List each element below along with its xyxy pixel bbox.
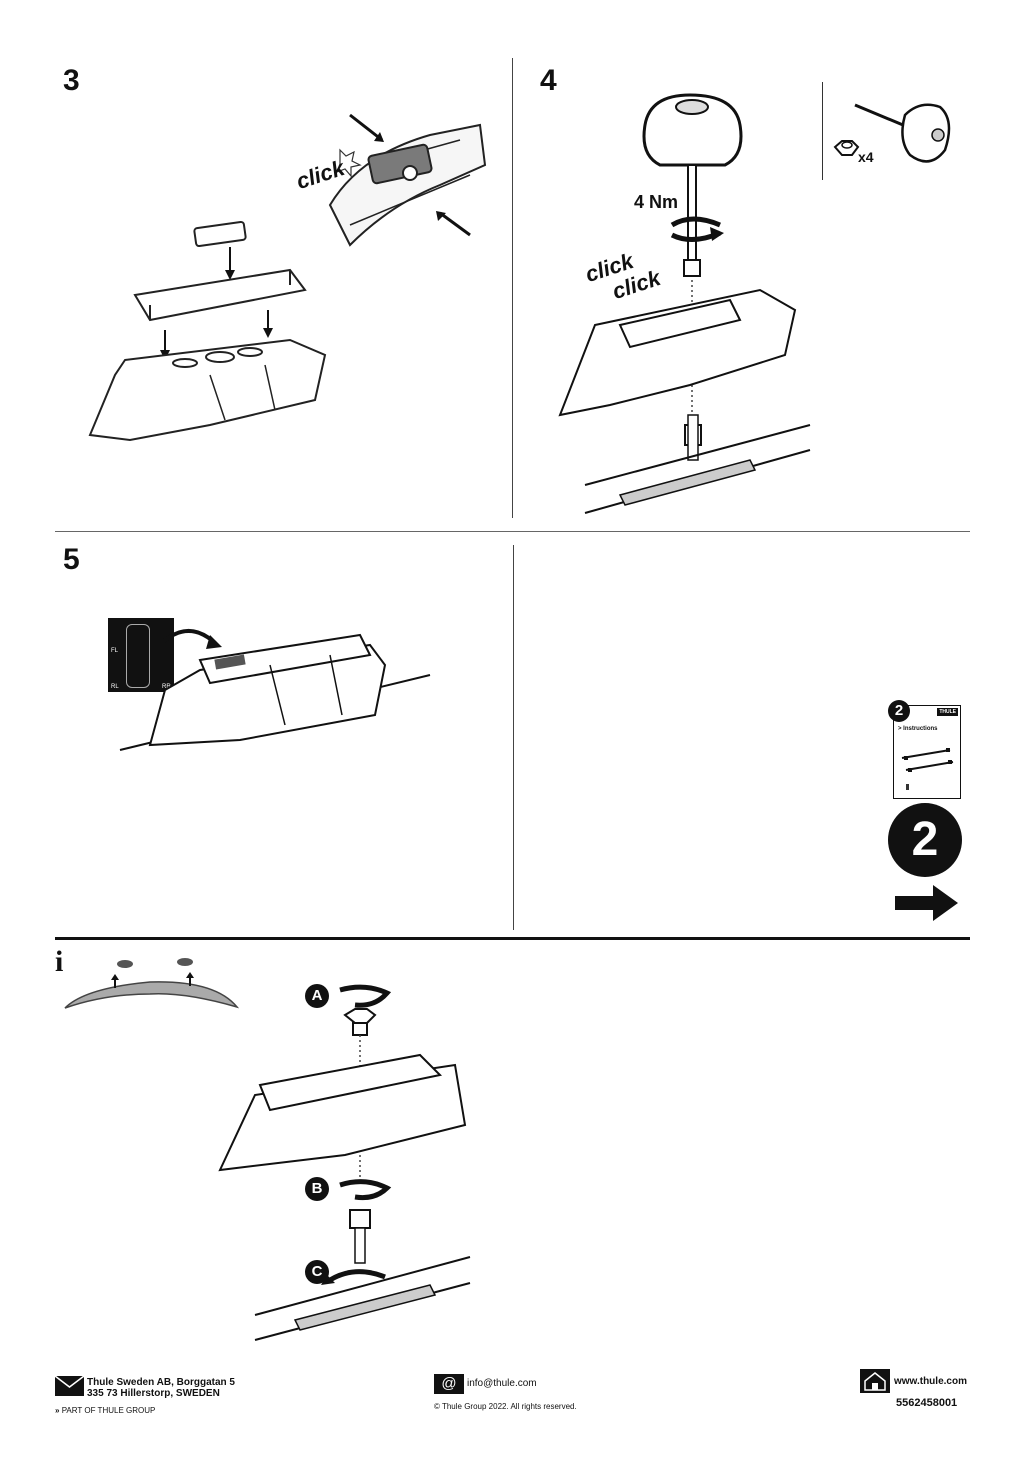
- next-instructions-card: THULE > Instructions: [893, 705, 961, 799]
- footer-group-text: PART OF THULE GROUP: [61, 1406, 156, 1415]
- step-4-number: 4: [540, 64, 557, 97]
- step-c-marker: C: [305, 1260, 329, 1284]
- kit-contents-illustration: [833, 103, 951, 163]
- position-fl-label: FL: [111, 648, 119, 654]
- card-small-part-icon: [906, 784, 909, 790]
- torque-value-label: 4 Nm: [634, 192, 679, 212]
- next-manual-number-circle: 2: [888, 803, 962, 877]
- position-rl-label: RL: [111, 684, 119, 690]
- roof-bar-icon: [901, 748, 954, 772]
- step-3-number: 3: [63, 64, 80, 97]
- next-arrow-icon: [895, 885, 958, 921]
- footer-address-line1: Thule Sweden AB, Borggatan 5: [87, 1377, 235, 1388]
- adjustment-diagram-illustration: [218, 984, 471, 1341]
- card-number-badge: 2: [888, 700, 910, 722]
- step-5-number: 5: [63, 543, 80, 576]
- card-number-badge-text: 2: [894, 702, 904, 719]
- home-icon: [860, 1369, 890, 1393]
- footer-email-link[interactable]: info@thule.com: [467, 1378, 537, 1389]
- footer-group-label: » PART OF THULE GROUP: [55, 1406, 155, 1415]
- step-3-assembly-illustration: [88, 220, 327, 442]
- email-at-icon: @: [434, 1374, 464, 1394]
- mail-envelope-icon: [54, 1375, 85, 1396]
- step-c-marker-text: C: [311, 1263, 323, 1280]
- divider-vertical-middle: [513, 545, 514, 930]
- position-rr-label: RR: [162, 684, 171, 690]
- chevron-right-icon: »: [55, 1406, 60, 1415]
- step-5-mounting-illustration: [119, 629, 431, 751]
- divider-horizontal-bottom: [55, 937, 970, 940]
- step-a-marker-text: A: [311, 987, 323, 1004]
- card-instructions-label: > Instructions: [898, 726, 938, 732]
- info-icon: i: [55, 945, 64, 978]
- position-label-block: FL RL RR: [108, 618, 174, 692]
- step-3-click-detail-illustration: [328, 113, 487, 247]
- nut-quantity-label: x4: [858, 149, 874, 165]
- torque-key-illustration: [558, 93, 811, 514]
- footer-address-line2: 335 73 Hillerstorp, SWEDEN: [87, 1388, 220, 1399]
- curved-roof-illustration: [64, 958, 240, 1009]
- step-b-marker-text: B: [311, 1180, 323, 1197]
- step-b-marker: B: [305, 1177, 329, 1201]
- footer-website-link[interactable]: www.thule.com: [894, 1376, 967, 1387]
- vehicle-outline-icon: [126, 624, 150, 688]
- next-manual-number-text: 2: [911, 813, 939, 866]
- kit-contents-separator: [822, 82, 823, 180]
- divider-vertical-top: [512, 58, 513, 518]
- step-a-marker: A: [305, 984, 329, 1008]
- footer-copyright: © Thule Group 2022. All rights reserved.: [434, 1402, 577, 1411]
- footer-document-number: 5562458001: [896, 1397, 958, 1409]
- divider-horizontal-middle: [55, 531, 970, 532]
- card-brand-label: THULE: [937, 708, 958, 716]
